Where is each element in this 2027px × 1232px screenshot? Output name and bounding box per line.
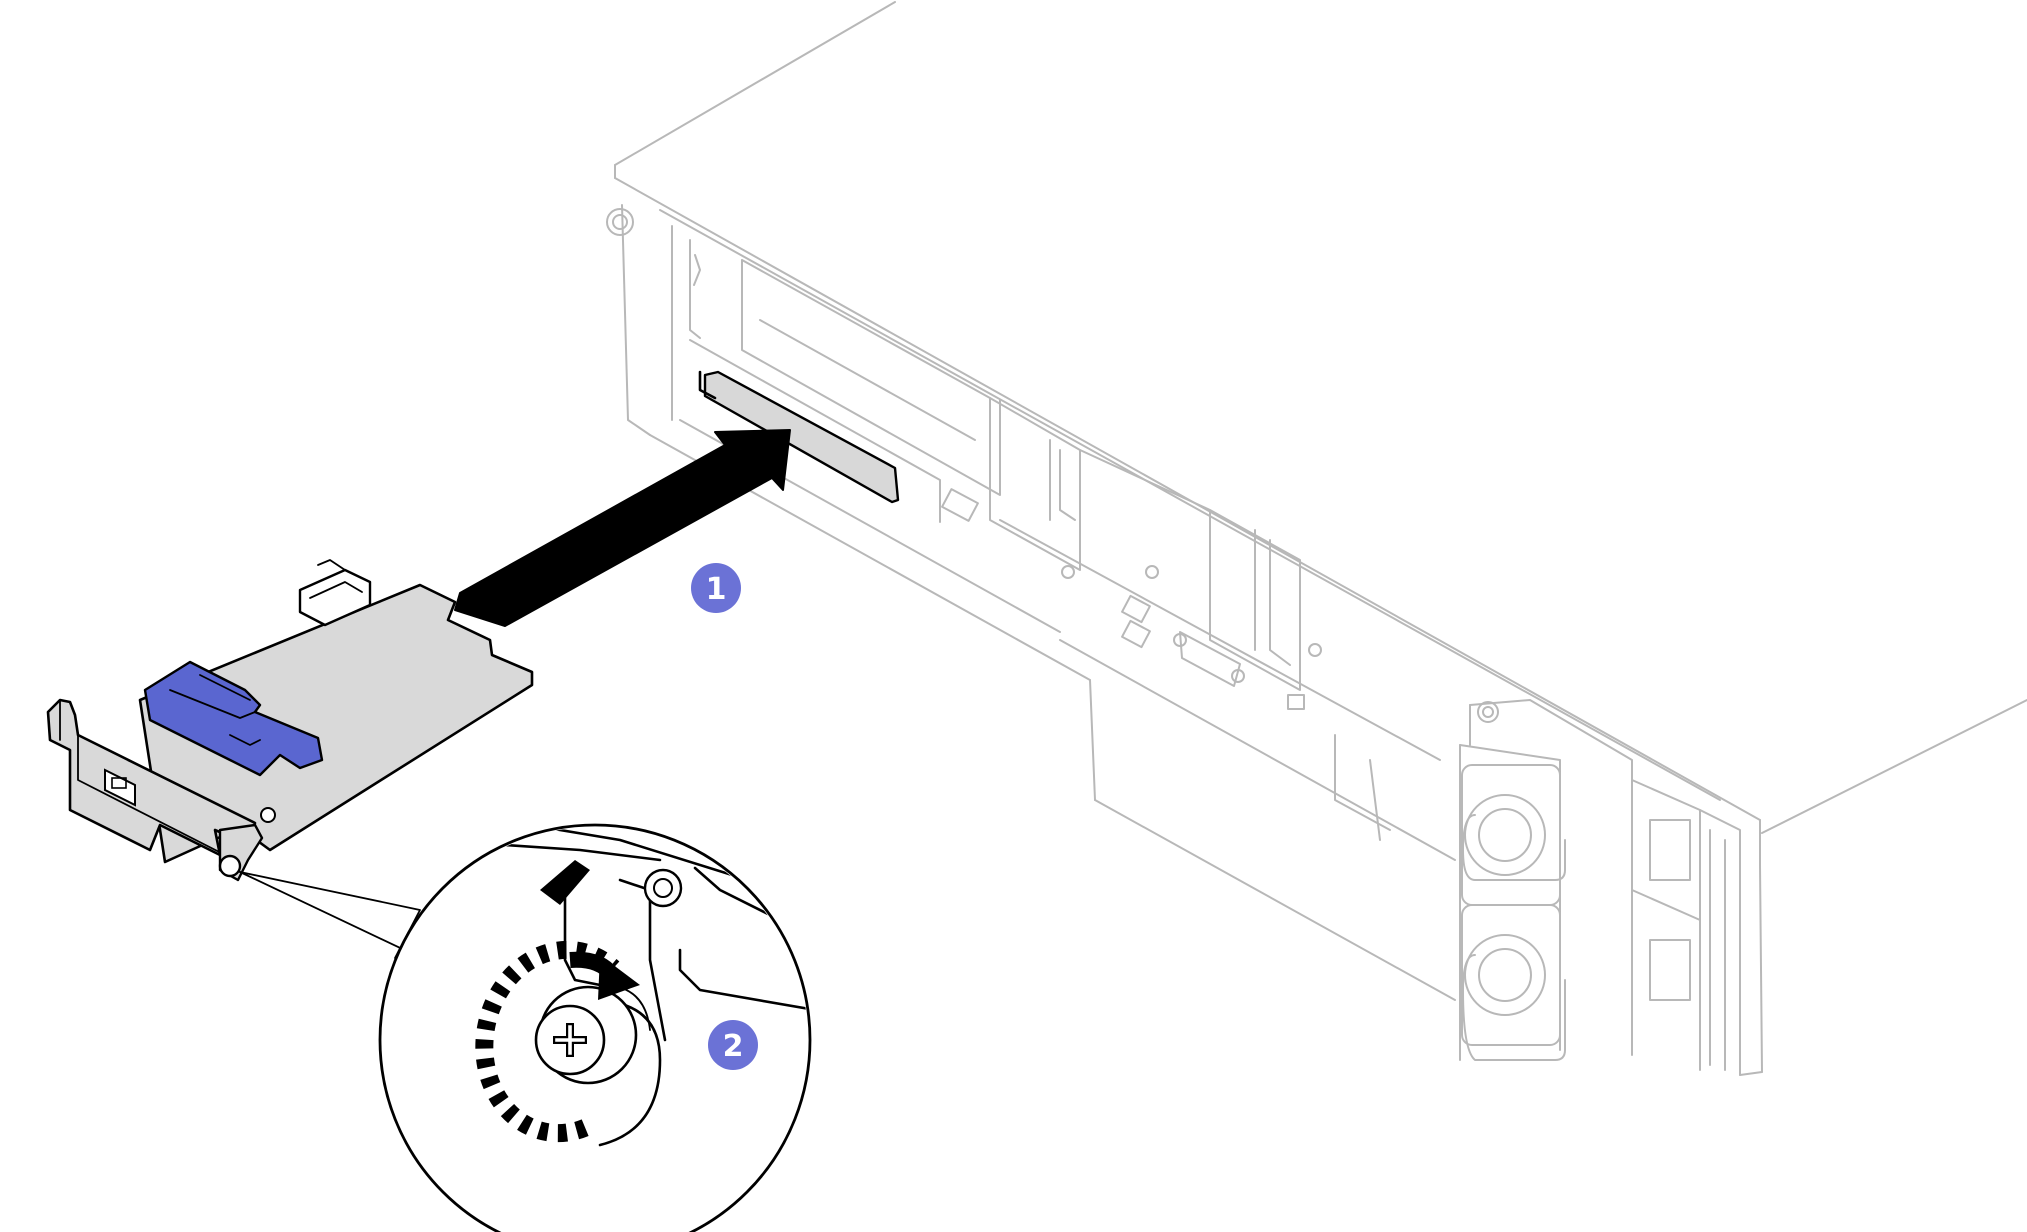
blue-latch <box>143 660 324 777</box>
thumbscrew-icon <box>534 985 638 1085</box>
step-1-number: 1 <box>706 572 727 607</box>
step-2-callout: 2 <box>708 1020 758 1070</box>
psu-bays <box>1459 699 1741 1076</box>
insert-arrow-icon <box>454 429 791 627</box>
server-chassis-icon <box>606 1 2027 1076</box>
step-2-number: 2 <box>723 1029 744 1064</box>
rotate-clockwise-icon <box>475 940 640 1143</box>
step-1-callout: 1 <box>691 563 741 613</box>
target-slot <box>703 370 900 504</box>
zoom-detail <box>378 823 812 1232</box>
adapter-card-icon <box>46 559 534 1001</box>
